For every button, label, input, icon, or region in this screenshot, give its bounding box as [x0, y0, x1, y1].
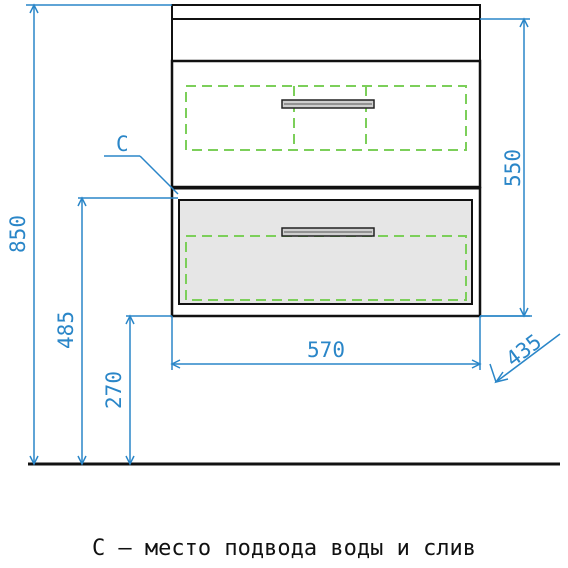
countertop	[171, 4, 481, 20]
dimension-label-width: 570	[307, 338, 345, 362]
callout-label: C	[116, 132, 129, 156]
lower-drawer-inner-box	[185, 235, 467, 301]
lower-handle	[281, 227, 375, 237]
dimension-width	[170, 316, 482, 370]
dimension-total-height	[26, 3, 172, 466]
dimension-label-depth: 435	[501, 329, 546, 371]
upper-drawer	[170, 59, 482, 189]
upper-handle	[281, 99, 375, 109]
dimension-label-mid-height: 485	[54, 311, 78, 349]
upper-drawer-inner-box	[185, 85, 467, 151]
dimension-label-floor-clearance: 270	[102, 371, 126, 409]
dimension-label-body-height: 550	[501, 149, 525, 187]
caption: С – место подвода воды и слив	[91, 536, 477, 561]
dimension-label-total-height: 850	[6, 215, 30, 253]
top-panel	[171, 18, 481, 62]
callout-leader	[104, 155, 179, 195]
lower-section	[170, 186, 482, 318]
lower-drawer	[178, 199, 473, 305]
dimension-depth	[480, 315, 561, 384]
dimension-mid-height	[77, 196, 178, 466]
dimension-floor-clearance	[125, 314, 172, 466]
